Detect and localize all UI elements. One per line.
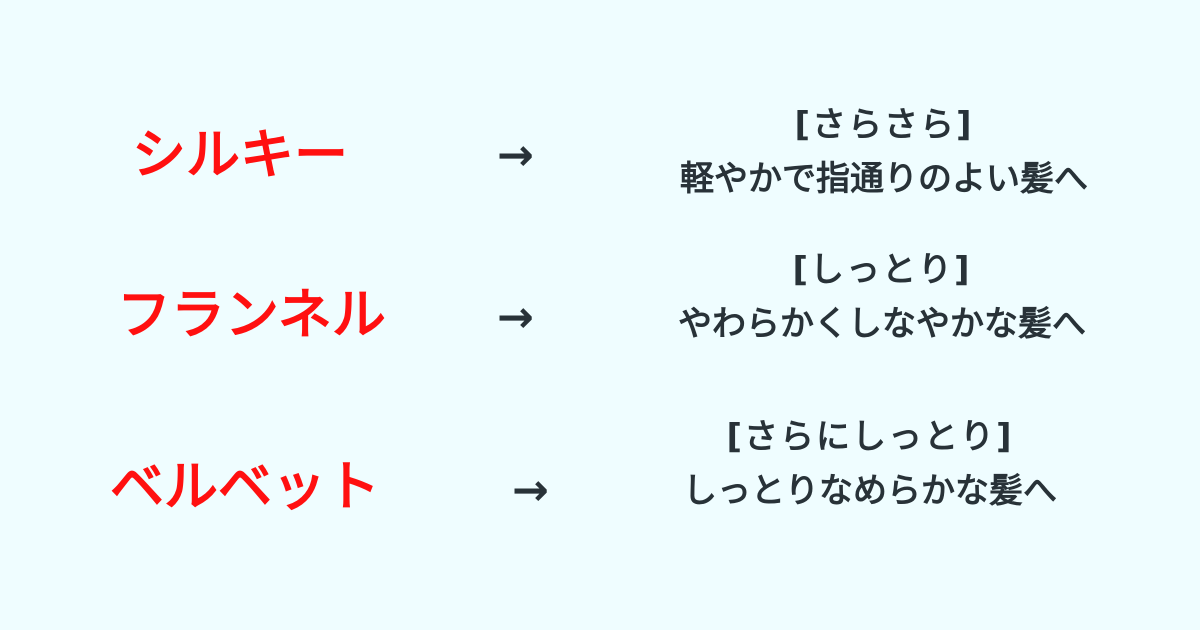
texture-description: [さらにしっとり] しっとりなめらかな髪へ — [620, 420, 1120, 508]
texture-effect-text: 軽やかで指通りのよい髪へ — [680, 159, 1088, 199]
arrow-icon: → — [512, 465, 549, 516]
texture-name: フランネル — [117, 283, 386, 346]
texture-name: ベルベット — [110, 455, 380, 518]
texture-description: [さらさら] 軽やかで指通りのよい髪へ — [610, 108, 1158, 196]
texture-tag: [さらにしっとり] — [726, 417, 1014, 457]
texture-tag: [さらさら] — [794, 105, 974, 145]
texture-effect-text: やわらかくしなやかな髪へ — [678, 304, 1086, 344]
texture-tag: [しっとり] — [792, 250, 972, 290]
arrow-icon: → — [497, 130, 534, 181]
arrow-icon: → — [497, 292, 534, 343]
texture-name: シルキー — [132, 123, 348, 186]
texture-effect-text: しっとりなめらかな髪へ — [683, 471, 1057, 511]
texture-description: [しっとり] やわらかくしなやかな髪へ — [612, 253, 1152, 341]
